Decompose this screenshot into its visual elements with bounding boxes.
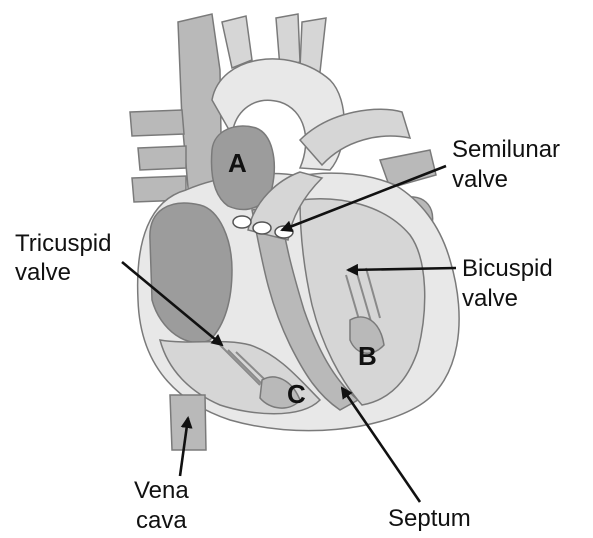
septum-label: Septum [388,505,471,532]
tricuspid-label-line2: valve [15,259,71,286]
chamber-label-b: B [358,341,377,371]
bicuspid-label-line2: valve [462,285,518,312]
bicuspid-label-line1: Bicuspid [462,255,553,282]
right-atrium [150,203,232,343]
chamber-label-c: C [287,379,306,409]
vena-cava-label-line1: Vena [134,477,189,504]
semilunar-label-line2: valve [452,166,508,193]
chamber-label-a: A [228,148,247,178]
vena-cava-label-line2: cava [136,507,187,534]
tricuspid-label-line1: Tricuspid [15,230,111,257]
semilunar-label-line1: Semilunar [452,136,560,163]
